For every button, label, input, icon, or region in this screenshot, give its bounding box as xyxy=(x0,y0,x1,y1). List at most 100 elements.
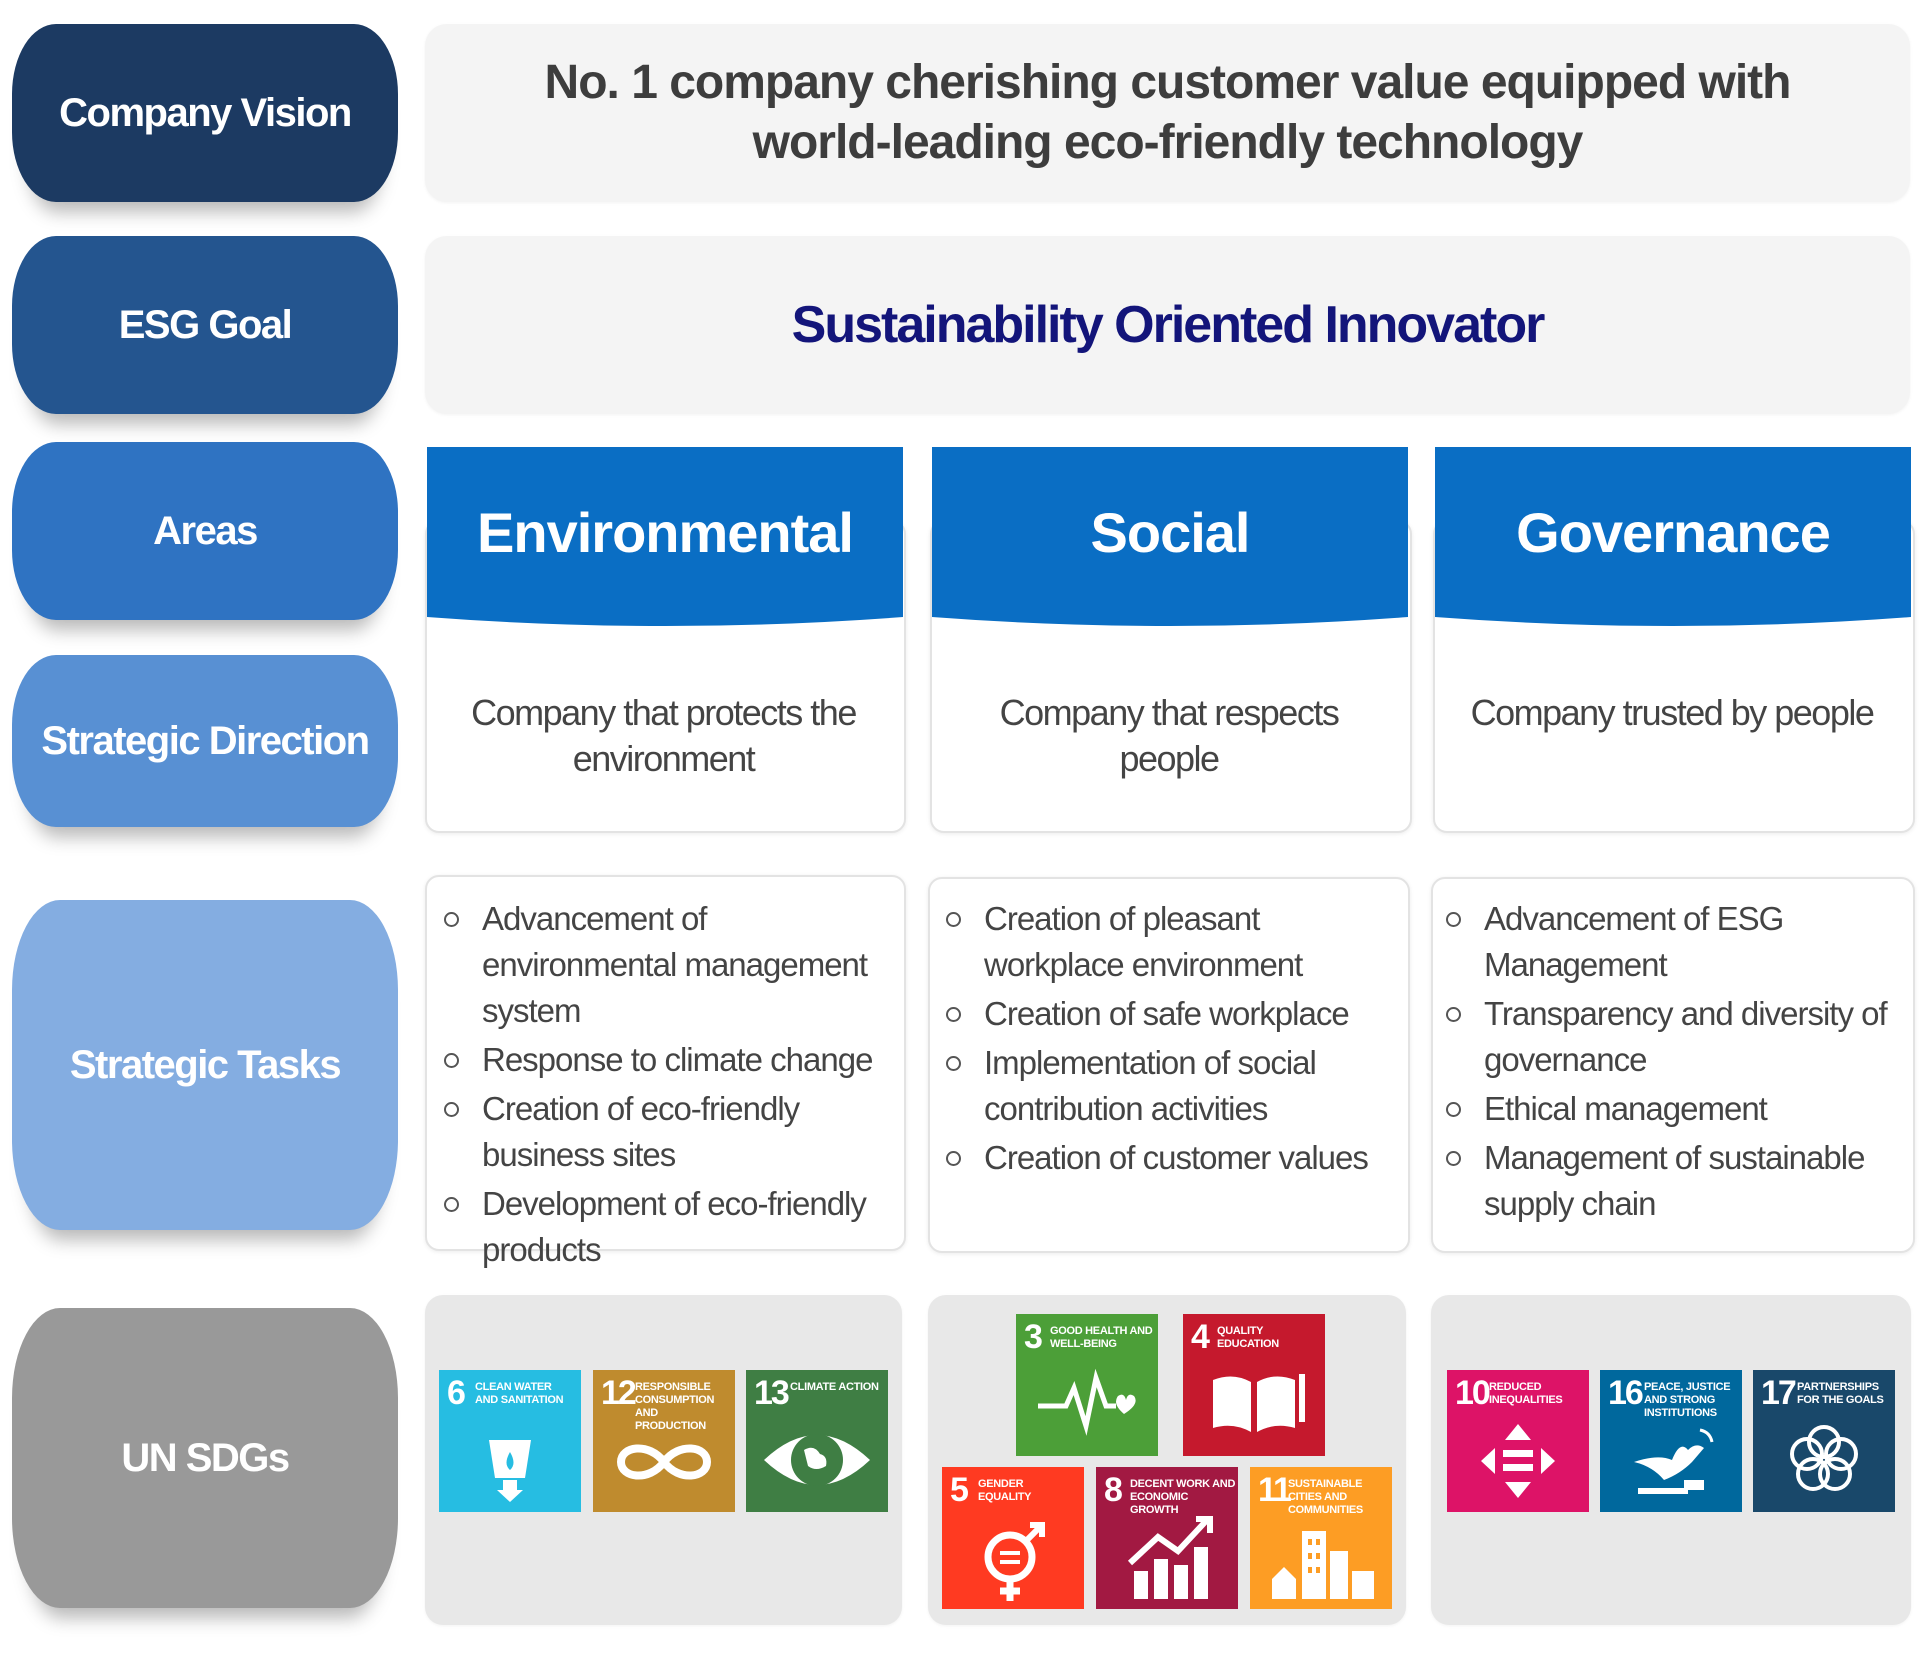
eye-globe-icon xyxy=(746,1370,888,1512)
task-list-governance: Advancement of ESG Management Transparen… xyxy=(1444,896,1894,1230)
city-buildings-icon xyxy=(1250,1467,1392,1609)
sdg-name: Clean water and sanitation xyxy=(475,1381,564,1406)
task-text: Creation of pleasant workplace environme… xyxy=(984,900,1303,983)
gender-equality-icon xyxy=(942,1467,1084,1609)
row-label-strategic-direction: Strategic Direction xyxy=(12,655,398,827)
sdg-16-tile: 16 Peace, justice and strong institution… xyxy=(1600,1370,1742,1512)
task-text: Creation of customer values xyxy=(984,1139,1369,1176)
sdg-number: 8 xyxy=(1104,1471,1123,1509)
task-text: Transparency and diversity of governance xyxy=(1484,995,1888,1078)
bullet-circle-icon xyxy=(444,1102,459,1117)
sdg-3-tile: 3 Good health and well-being xyxy=(1016,1314,1158,1456)
sdg-name: Sustainable cities and communities xyxy=(1288,1478,1363,1516)
vision-text-line: No. 1 company cherishing customer value … xyxy=(544,56,1792,109)
bullet-circle-icon xyxy=(946,1007,961,1022)
row-label-text: ESG Goal xyxy=(118,302,293,347)
vision-panel xyxy=(425,24,1910,202)
task-item: Creation of eco-friendly business sites xyxy=(442,1086,892,1178)
sdg-number: 11 xyxy=(1258,1471,1292,1509)
bullet-circle-icon xyxy=(444,912,459,927)
infinity-icon xyxy=(593,1370,735,1512)
sdg-name: Peace, justice and strong institutions xyxy=(1644,1381,1731,1419)
task-item: Implementation of social contribution ac… xyxy=(944,1040,1394,1132)
task-item: Creation of customer values xyxy=(944,1135,1394,1181)
sdg-13-tile: 13 Climate action xyxy=(746,1370,888,1512)
bullet-circle-icon xyxy=(946,1056,961,1071)
task-list-social: Creation of pleasant workplace environme… xyxy=(944,896,1394,1184)
task-text: Creation of eco-friendly business sites xyxy=(482,1090,800,1173)
direction-text-governance: Company trusted by people xyxy=(1470,692,1875,733)
task-text: Implementation of social contribution ac… xyxy=(984,1044,1317,1127)
water-drop-icon xyxy=(439,1370,581,1512)
sdg-name: Reduced inequalities xyxy=(1489,1381,1563,1406)
area-banner-governance: Governance xyxy=(1435,447,1911,629)
row-label-company-vision: Company Vision xyxy=(12,24,398,202)
bullet-circle-icon xyxy=(1446,1102,1461,1117)
goal-panel xyxy=(425,236,1910,414)
sdg-number: 6 xyxy=(447,1374,466,1412)
vision-text-line: world-leading eco-friendly technology xyxy=(752,116,1584,169)
bullet-circle-icon xyxy=(1446,1007,1461,1022)
banner-shape xyxy=(932,447,1408,626)
sdg-number: 13 xyxy=(754,1374,790,1412)
area-title: Governance xyxy=(1516,500,1831,564)
task-item: Transparency and diversity of governance xyxy=(1444,991,1894,1083)
sdg-8-tile: 8 Decent work and economic growth xyxy=(1096,1467,1238,1609)
row-label-text: Areas xyxy=(153,508,258,553)
sdg-number: 10 xyxy=(1455,1374,1491,1412)
sdg-5-tile: 5 Gender equality xyxy=(942,1467,1084,1609)
task-text: Management of sustainable supply chain xyxy=(1484,1139,1865,1222)
task-item: Advancement of ESG Management xyxy=(1444,896,1894,988)
bullet-circle-icon xyxy=(444,1053,459,1068)
sdg-name: Quality education xyxy=(1217,1325,1279,1350)
heartbeat-icon xyxy=(1016,1314,1158,1456)
sdg-name: Climate action xyxy=(790,1381,879,1393)
task-text: Development of eco-friendly products xyxy=(482,1185,867,1268)
row-label-text: Company Vision xyxy=(59,90,352,135)
tasks-card-social xyxy=(928,877,1410,1253)
task-item: Creation of pleasant workplace environme… xyxy=(944,896,1394,988)
direction-text-environmental: Company that protects the environment xyxy=(471,692,857,779)
bullet-circle-icon xyxy=(946,912,961,927)
area-title: Social xyxy=(1090,500,1251,564)
sdg-name: Decent work and economic growth xyxy=(1130,1478,1236,1516)
task-text: Ethical management xyxy=(1484,1090,1768,1127)
row-label-text: Strategic Direction xyxy=(41,718,370,763)
row-label-text: UN SDGs xyxy=(121,1435,290,1480)
tasks-card-governance xyxy=(1431,877,1915,1253)
sdg-6-tile: 6 Clean water and sanitation xyxy=(439,1370,581,1512)
row-label-text: Strategic Tasks xyxy=(69,1042,342,1087)
bullet-circle-icon xyxy=(444,1197,459,1212)
sdg-10-tile: 10 Reduced inequalities xyxy=(1447,1370,1589,1512)
sdg-11-tile: 11 Sustainable cities and communities xyxy=(1250,1467,1392,1609)
task-item: Development of eco-friendly products xyxy=(442,1181,892,1273)
sdg-17-tile: 17 Partnerships for the goals xyxy=(1753,1370,1895,1512)
task-item: Creation of safe workplace xyxy=(944,991,1394,1037)
book-pencil-icon xyxy=(1183,1314,1325,1456)
area-banner-environmental: Environmental xyxy=(427,447,903,629)
sdg-name: Gender equality xyxy=(978,1478,1032,1503)
bullet-circle-icon xyxy=(1446,1151,1461,1166)
partnership-rings-icon xyxy=(1753,1370,1895,1512)
task-item: Advancement of environmental management … xyxy=(442,896,892,1034)
growth-chart-icon xyxy=(1096,1467,1238,1609)
task-list-environmental: Advancement of environmental management … xyxy=(442,896,892,1276)
dove-gavel-icon xyxy=(1600,1370,1742,1512)
sdg-4-tile: 4 Quality education xyxy=(1183,1314,1325,1456)
sdg-number: 4 xyxy=(1191,1318,1210,1356)
task-text: Advancement of environmental management … xyxy=(482,900,868,1029)
sdg-name: Good health and well-being xyxy=(1050,1325,1153,1350)
sdg-name: Responsible consumption and production xyxy=(635,1381,715,1432)
sdg-number: 5 xyxy=(950,1471,969,1509)
sdg-number: 17 xyxy=(1761,1374,1797,1412)
tasks-card-environmental xyxy=(425,875,906,1251)
reduced-inequalities-icon xyxy=(1447,1370,1589,1512)
sdg-number: 16 xyxy=(1608,1374,1644,1412)
task-text: Response to climate change xyxy=(482,1041,873,1078)
task-item: Response to climate change xyxy=(442,1037,892,1083)
row-label-un-sdgs: UN SDGs xyxy=(12,1308,398,1608)
sdg-number: 3 xyxy=(1024,1318,1043,1356)
bullet-circle-icon xyxy=(946,1151,961,1166)
row-label-esg-goal: ESG Goal xyxy=(12,236,398,414)
sdg-number: 12 xyxy=(601,1374,637,1412)
